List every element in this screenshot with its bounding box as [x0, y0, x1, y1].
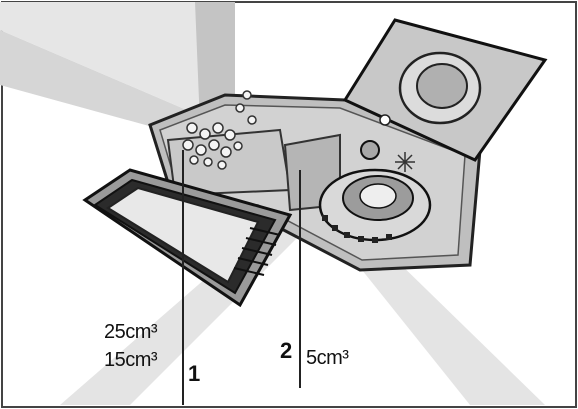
lid-hinge-hole: [379, 114, 391, 126]
compartment-1-label: 1: [188, 361, 201, 386]
background-wedge-left: [0, 30, 210, 140]
compartment-1-volume-small: 15cm³: [104, 349, 158, 371]
dial-markings: [322, 215, 392, 243]
detergent-granules: [182, 90, 257, 170]
compartment-2-volume: 5cm³: [306, 347, 349, 369]
rinse-aid-level-indicator: [360, 140, 380, 160]
lid-ridges: [233, 227, 281, 276]
indicator-icon: [395, 152, 415, 172]
rinse-aid-dial-center: [359, 183, 397, 209]
lid-cap-inner: [416, 63, 468, 109]
compartment-1-volume-large: 25cm³: [104, 321, 158, 343]
background-wedge-top: [0, 2, 225, 120]
compartment-2-label: 2: [280, 338, 293, 363]
